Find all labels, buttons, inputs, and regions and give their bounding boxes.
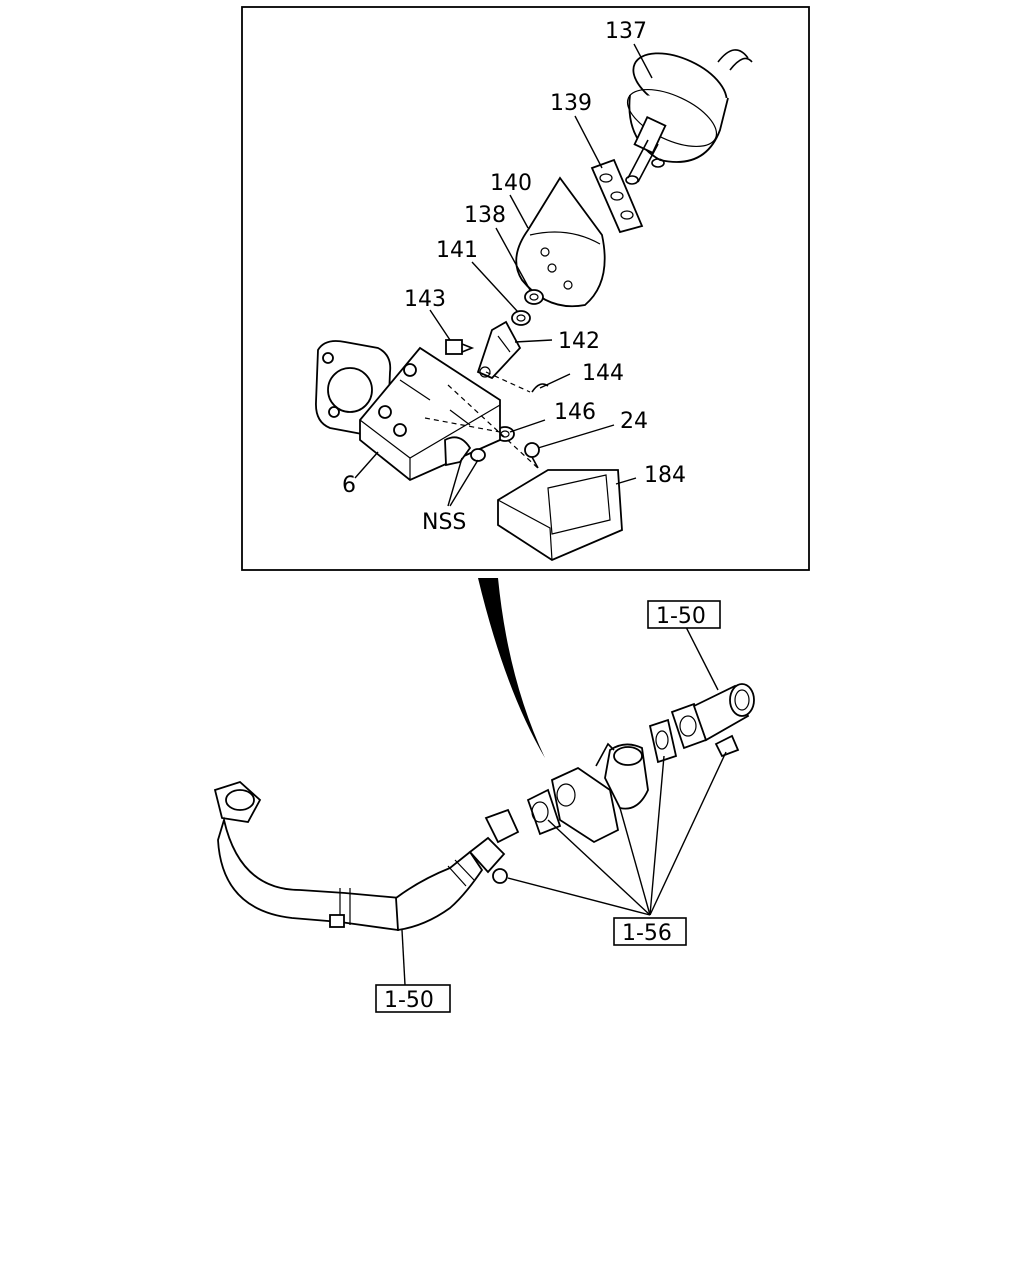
ref-box-bottom [375,984,451,1013]
ref-label-bottom: 1-50 [384,988,434,1013]
part-141-nut [511,310,531,326]
label-144: 144 [582,361,624,386]
label-138: 138 [464,203,506,228]
leader-lines-inset [354,43,653,507]
part-140-bracket [515,176,606,308]
part-138-nut [524,289,544,305]
part-142-lever [476,320,522,380]
label-6: 6 [342,473,356,498]
ref-label-top: 1-50 [656,604,706,629]
part-184-shield [497,469,623,562]
label-141: 141 [436,238,478,263]
part-6-valve-body [315,340,501,482]
label-139: 139 [550,91,592,116]
assembly-guide-lines [424,371,541,471]
detail-pointer-curve [478,578,545,758]
detail-inset-frame [241,6,810,571]
label-140: 140 [490,171,532,196]
label-184: 184 [644,463,686,488]
leader-lines-assembly [401,626,727,986]
part-143-bolt [445,339,475,355]
label-137: 137 [605,19,647,44]
label-24: 24 [620,409,648,434]
ref-box-top [647,600,721,629]
ref-label-gasket: 1-56 [622,921,672,946]
exhaust-assembly [213,683,755,932]
part-137-actuator [625,49,753,185]
label-nss: NSS [422,510,466,535]
label-143: 143 [404,287,446,312]
label-146: 146 [554,400,596,425]
part-139-gasket [590,158,644,234]
label-142: 142 [558,329,600,354]
ref-box-gasket [613,917,687,946]
part-24-bolt [524,442,540,469]
